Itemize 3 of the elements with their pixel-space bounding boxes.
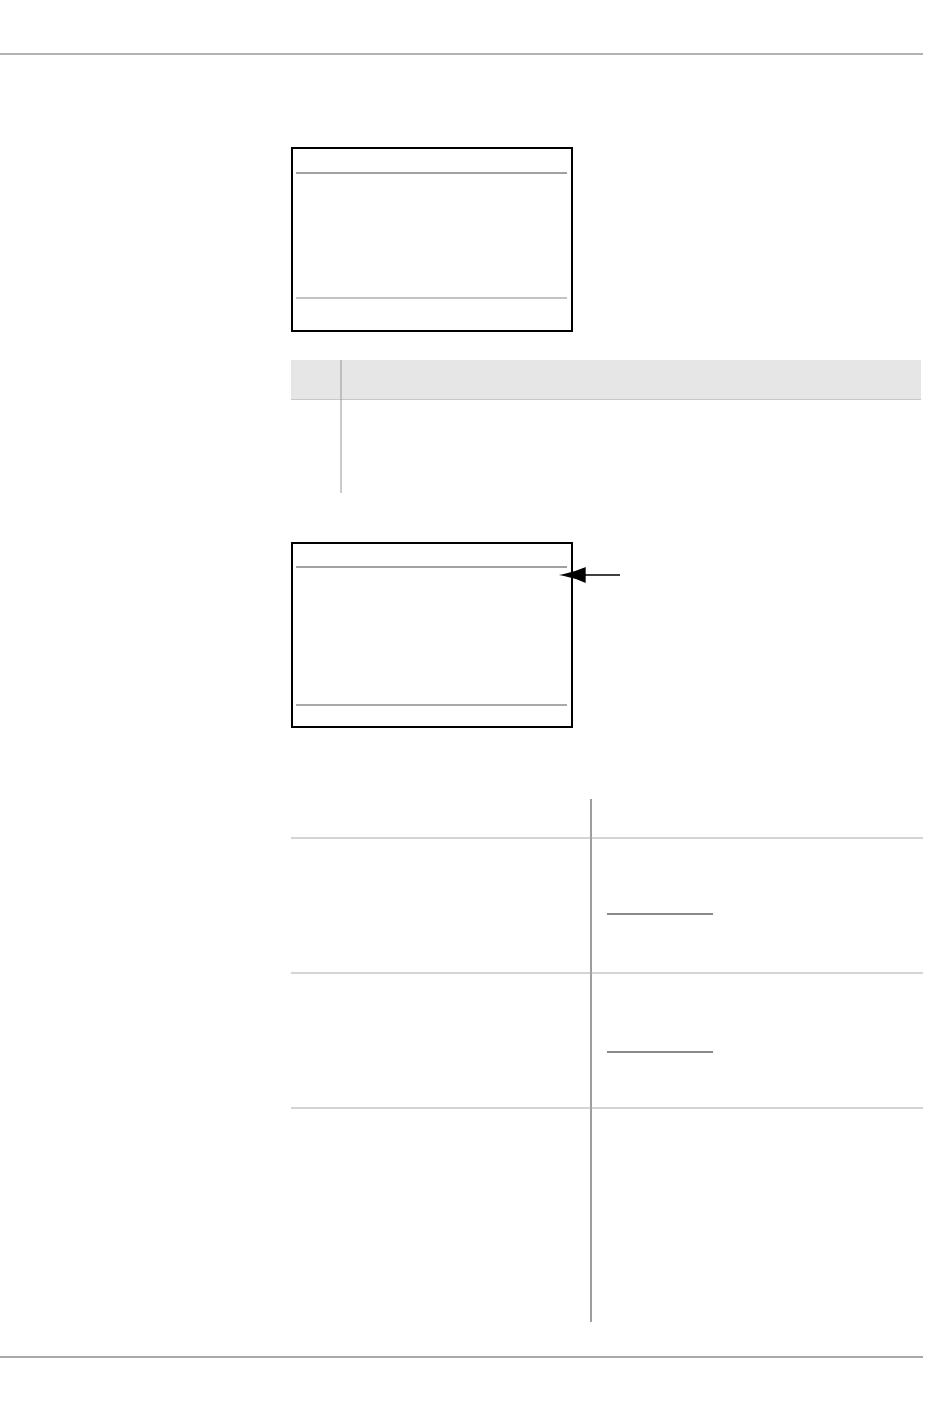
arrow <box>562 567 621 583</box>
display-box <box>291 542 573 728</box>
display-box <box>291 147 573 332</box>
